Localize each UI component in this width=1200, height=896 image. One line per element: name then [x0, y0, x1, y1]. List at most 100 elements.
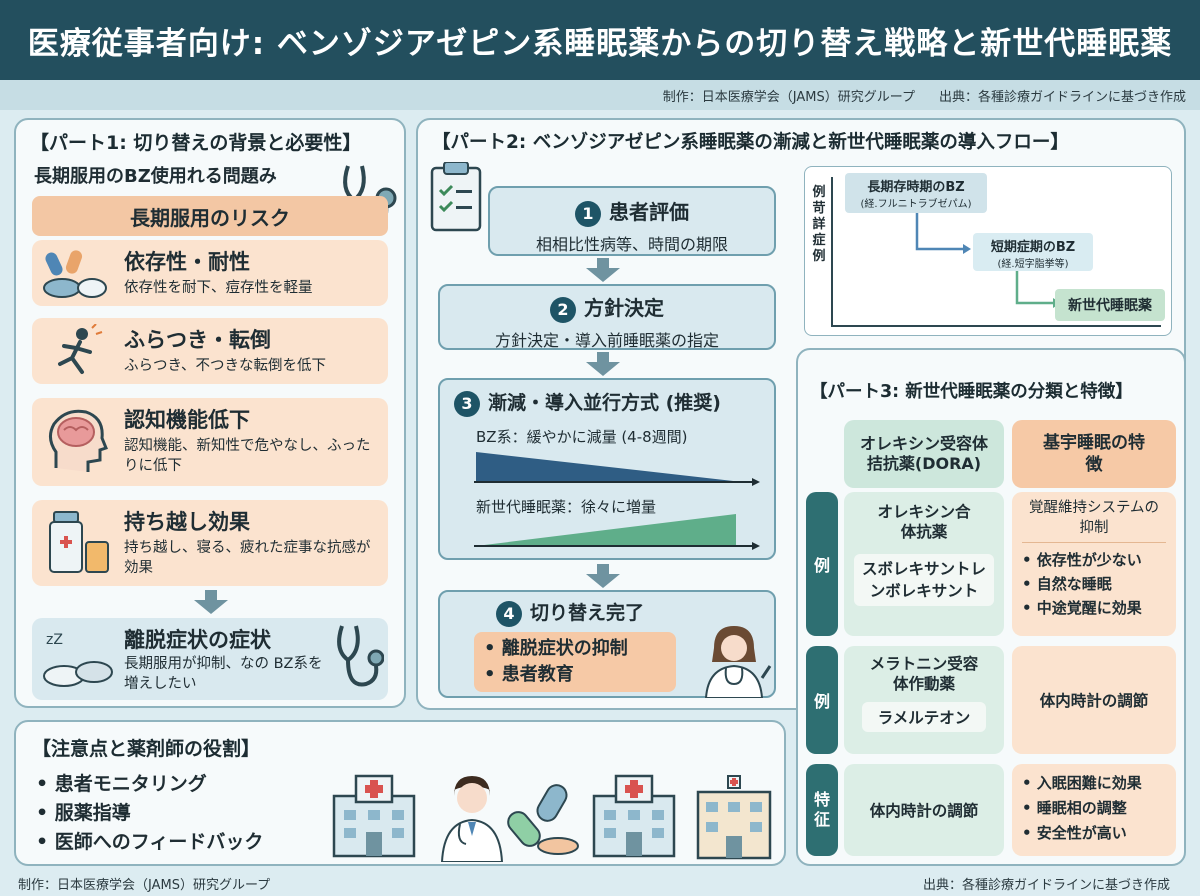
melatonin-drug: ラメルテオン: [862, 702, 986, 732]
dora-cell: オレキシン合体抗薬 スボレキサントレンボレキサント: [844, 492, 1004, 636]
new-drug-ramp-chart: [474, 514, 760, 550]
notes-item: • 服薬指導: [36, 802, 131, 824]
bz-taper-label: BZ系：緩やかに減量 (4-8週間): [476, 428, 688, 446]
step-number: 1: [575, 200, 601, 227]
risk-title: 持ち越し効果: [124, 510, 250, 534]
notes-title: 【注意点と薬剤師の役割】: [32, 738, 261, 760]
footer-source: 出典：各種診療ガイドラインに基づき作成: [922, 878, 1170, 893]
part2-title: 【パート2: ベンゾジアゼピン系睡眠薬の漸減と新世代睡眠薬の導入フロー】: [432, 132, 1069, 153]
long-bz-box: 長期存時期のBZ (経.フルニトラブゼパム): [845, 173, 987, 213]
col-header-features-label: 基宇睡眠の特徴: [1043, 433, 1145, 475]
risk-card-cognitive: 認知機能低下 認知機能、新知性で危やなし、ふったりに低下: [32, 398, 388, 486]
example-side-label-rest: 苛詳症例: [812, 201, 826, 264]
row-label: 例: [806, 646, 838, 754]
falling-person-icon: [58, 324, 103, 374]
example-axis-bottom: [831, 325, 1161, 327]
col-header-dora-label: オレキシン受容体拮抗薬(DORA): [859, 434, 988, 473]
arrow-down-icon: [586, 352, 620, 376]
stethoscope-icon: [337, 625, 384, 687]
feature-cell: 覚醒維持システムの抑制 • 依存性が少ない • 自然な睡眠 • 中途覚醒に効果: [1012, 492, 1176, 636]
step-number: 3: [454, 390, 480, 417]
step-desc: 相相比性病等、時間の期限: [535, 234, 728, 254]
risk-desc: 依存性を耐下、痘存性を軽量: [124, 280, 313, 296]
hospital-icon: [332, 774, 416, 858]
step-3-card: 3 漸減・導入並行方式 (推奨) BZ系：緩やかに減量 (4-8週間) 新世代睡眠…: [438, 378, 776, 560]
feature-title: 覚醒維持システムの抑制: [1022, 498, 1166, 543]
arrow-down-icon: [586, 258, 620, 282]
row-label-text: 特征: [813, 790, 830, 829]
credit-source: 出典：各種診療ガイドラインに基づき作成: [938, 89, 1186, 105]
risk-title: 依存性・耐性: [124, 250, 250, 274]
arrow-down-icon: [194, 590, 228, 614]
dora-drugs: スボレキサントレンボレキサント: [854, 554, 994, 606]
withdrawal-desc: 長期服用が抑制、なの BZ系を増えしたい: [124, 656, 323, 692]
step-arrow-icon: [915, 213, 971, 254]
row-label: 例: [806, 492, 838, 636]
brain-head-icon: [49, 409, 108, 472]
risk-desc: 持ち越し、寝る、疲れた症事な抗感が効果: [124, 540, 371, 576]
sleeping-pills-icon: zZ: [43, 632, 113, 687]
step-number: 2: [550, 296, 576, 323]
new-drug-ramp-label: 新世代睡眠薬：徐々に増量: [476, 498, 657, 516]
step-title: 方針決定: [584, 296, 664, 320]
part1-subtitle: 長期服用のBZ使用れる問題み: [34, 166, 277, 187]
hospital-icon: [592, 774, 676, 858]
doctor-male-icon: [440, 776, 504, 862]
medicine-bottle-icon: [49, 511, 109, 573]
page-title: 医療従事者向け: ベンゾジアゼピン系睡眠薬からの切り替え戦略と新世代睡眠薬: [0, 0, 1200, 80]
risk-title: ふらつき・転倒: [124, 328, 271, 352]
feature-item: • 睡眠相の調整: [1022, 799, 1127, 817]
risk-header-label: 長期服用のリスク: [130, 205, 290, 230]
feature-item: • 自然な睡眠: [1022, 575, 1112, 593]
withdrawal-card: zZ 離脱症状の症状 長期服用が抑制、なの BZ系を増えしたい: [32, 618, 388, 700]
part3-panel: 【パート3: 新世代睡眠薬の分類と特徴】 オレキシン受容体拮抗薬(DORA) 基…: [796, 348, 1186, 866]
step-number: 4: [496, 600, 522, 627]
footer-author: 制作：日本医療学会（JAMS）研究グループ: [18, 878, 271, 893]
credit-bar: 制作：日本医療学会（JAMS）研究グループ 出典：各種診療ガイドラインに基づき作…: [0, 80, 1200, 110]
example-axis: [831, 177, 833, 327]
short-bz-box: 短期症期のBZ (経.短字脂挙等): [973, 233, 1093, 271]
clipboard-icon: [430, 162, 482, 232]
arrow-down-icon: [586, 564, 620, 588]
dora-name: オレキシン合体抗薬: [877, 503, 971, 541]
feature-cell: 体内時計の調節: [1012, 646, 1176, 754]
notes-item: • 医師へのフィードバック: [36, 831, 264, 853]
hospital-icon: [696, 775, 772, 860]
doctor-female-icon: [704, 626, 772, 698]
col-header-features: 基宇睡眠の特徴: [1012, 420, 1176, 488]
notes-panel: 【注意点と薬剤師の役割】 • 患者モニタリング • 服薬指導 • 医師へのフィー…: [14, 720, 786, 866]
pills-icon: [43, 250, 107, 298]
new-drug-box: 新世代睡眠薬: [1055, 289, 1165, 321]
risk-card-dependence: 依存性・耐性 依存性を耐下、痘存性を軽量: [32, 240, 388, 306]
feature-item: • 中途覚醒に効果: [1022, 599, 1142, 617]
completion-item: • 離脱症状の抑制: [484, 638, 628, 659]
part1-panel: 【パート1: 切り替えの背景と必要性】 長期服用のBZ使用れる問題み 長期服用の…: [14, 118, 406, 708]
svg-text:zZ: zZ: [46, 632, 63, 648]
row-label-text: 例: [813, 692, 830, 711]
step-title: 患者評価: [609, 200, 689, 224]
new-drug-label: 新世代睡眠薬: [1068, 298, 1152, 314]
melatonin-cell: メラトニン受容体作動薬 ラメルテオン: [844, 646, 1004, 754]
risk-desc: 認知機能、新知性で危やなし、ふったりに低下: [124, 438, 371, 474]
clock-cell: 体内時計の調節: [844, 764, 1004, 856]
step-desc: 方針決定・導入前睡眠薬の指定: [494, 330, 719, 350]
risk-title: 認知機能低下: [124, 408, 250, 432]
melatonin-name: メラトニン受容体作動薬: [869, 655, 979, 693]
short-bz-sub: (経.短字脂挙等): [997, 259, 1069, 270]
notes-list: • 患者モニタリング • 服薬指導 • 医師へのフィードバック: [36, 770, 263, 857]
part1-title: 【パート1: 切り替えの背景と必要性】: [30, 132, 362, 154]
col-header-dora: オレキシン受容体拮抗薬(DORA): [844, 420, 1004, 488]
credit-author: 制作：日本医療学会（JAMS）研究グループ: [662, 89, 915, 105]
step-2-card: 2 方針決定 方針決定・導入前睡眠薬の指定: [438, 284, 776, 350]
feature-cell: • 入眠困難に効果 • 睡眠相の調整 • 安全性が高い: [1012, 764, 1176, 856]
completion-item: • 患者教育: [484, 664, 574, 685]
clock-text: 体内時計の調節: [869, 802, 979, 820]
completion-box: • 離脱症状の抑制 • 患者教育: [474, 632, 676, 692]
step-title: 漸減・導入並行方式 (推奨): [488, 392, 721, 414]
feature-item: • 依存性が少ない: [1022, 551, 1142, 569]
risk-card-fall: ふらつき・転倒 ふらつき、不つきな転倒を低下: [32, 318, 388, 384]
risk-desc: ふらつき、不つきな転倒を低下: [124, 358, 326, 374]
part3-title: 【パート3: 新世代睡眠薬の分類と特徴】: [810, 382, 1133, 402]
risk-card-hangover: 持ち越し効果 持ち越し、寝る、疲れた症事な抗感が効果: [32, 500, 388, 586]
